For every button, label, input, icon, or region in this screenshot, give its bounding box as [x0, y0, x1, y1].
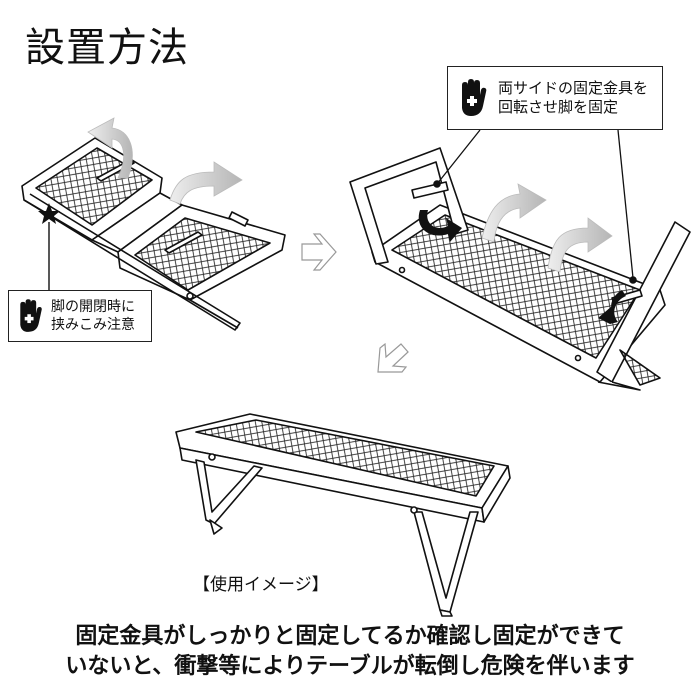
- callout-rotate-fixture: 両サイドの固定金具を 回転させ脚を固定: [447, 66, 663, 130]
- warning-line-1: 固定金具がしっかりと固定してるか確認し固定ができて: [75, 624, 625, 649]
- fold-arrow-gray-1: [481, 183, 547, 243]
- step-arrow-down-left: [377, 342, 409, 373]
- warning-line-2: いないと、衝撃等によりテーブルが転倒し危険を伴います: [65, 654, 635, 679]
- callout-rotate-line-1: 両サイドの固定金具を: [498, 79, 649, 97]
- step-arrow-right: [301, 233, 337, 271]
- star-icon: [38, 203, 60, 224]
- opened-table: [349, 147, 691, 391]
- rotate-arrow-fixture-left: [418, 210, 462, 242]
- callout-pinch-warning: 脚の開閉時に 挟みこみ注意: [8, 290, 152, 342]
- hand-caution-icon: [20, 299, 42, 332]
- rotate-arrow-right: [169, 161, 243, 205]
- safety-warning: 固定金具がしっかりと固定してるか確認し固定ができて いないと、衝撃等によりテーブ…: [0, 622, 700, 682]
- fold-arrow-gray-2: [547, 217, 613, 273]
- page-title: 設置方法: [25, 25, 189, 71]
- assembled-table: [175, 413, 511, 617]
- callout-pinch-line-1: 脚の開閉時に: [51, 299, 135, 315]
- hand-caution-icon: [462, 79, 487, 116]
- callout-rotate-line-2: 回転させ脚を固定: [498, 98, 619, 116]
- rotate-arrow-fixture-right: [598, 290, 626, 324]
- usage-image-caption: 【使用イメージ】: [193, 575, 329, 595]
- callout-pinch-line-2: 挟みこみ注意: [51, 317, 135, 333]
- rotate-arrow-left: [87, 117, 133, 179]
